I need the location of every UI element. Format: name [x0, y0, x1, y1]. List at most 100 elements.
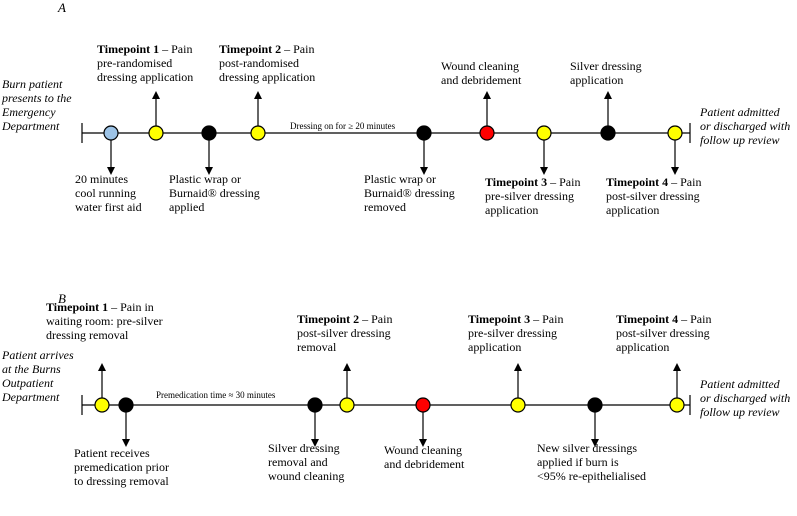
text-line: Patient admitted [700, 377, 780, 391]
text-line: wound cleaning [268, 469, 345, 483]
text-line: removal [297, 340, 337, 354]
text-line: Burnaid® dressing [169, 186, 260, 200]
panelA-node-9 [667, 125, 683, 141]
timepoint-heading: Timepoint 2 – Pain [297, 312, 392, 326]
panelA-node-7 [536, 125, 552, 141]
text-line: applied [169, 200, 205, 214]
text-line: Patient arrives [2, 348, 74, 362]
panelB-node-1 [94, 397, 110, 413]
timepoint-suffix: – Pain [359, 312, 393, 326]
panelB-duration-label: Premedication time ≈ 30 minutes [156, 390, 276, 400]
timepoint-suffix: – Pain [281, 42, 315, 56]
panelB-node-2 [118, 397, 134, 413]
text-line: application [468, 340, 522, 354]
text-line: premedication prior [74, 460, 169, 474]
text-line: Burnaid® dressing [364, 186, 455, 200]
text-line: Outpatient [2, 376, 54, 390]
text-line: cool running [75, 186, 136, 200]
timepoint-heading: Timepoint 3 – Pain [485, 175, 580, 189]
text-line: post-silver dressing [616, 326, 710, 340]
text-line: post-silver dressing [297, 326, 391, 340]
timepoint-suffix: – Pain [530, 312, 564, 326]
panelB-node-3 [307, 397, 323, 413]
text-line: Wound cleaning [441, 59, 520, 73]
text-line: removal and [268, 455, 328, 469]
text-line: New silver dressings [537, 441, 637, 455]
panelA-node-8 [600, 125, 616, 141]
text-line: or discharged with [700, 119, 791, 133]
text-line: pre-randomised [97, 56, 173, 70]
text-line: application [485, 203, 539, 217]
text-line: Plastic wrap or [364, 172, 436, 186]
timepoint-suffix: – Pain [678, 312, 712, 326]
timepoint-number: Timepoint 2 [219, 42, 282, 56]
panelB-label: B [58, 291, 66, 306]
timepoint-number: Timepoint 4 [606, 175, 669, 189]
text-line: dressing removal [46, 328, 129, 342]
text-line: follow up review [700, 133, 780, 147]
panelA-node-3 [201, 125, 217, 141]
text-line: and debridement [441, 73, 522, 87]
text-line: pre-silver dressing [468, 326, 557, 340]
panelA-node-5 [416, 125, 432, 141]
text-line: post-silver dressing [606, 189, 700, 203]
timepoint-heading: Timepoint 3 – Pain [468, 312, 563, 326]
timepoint-suffix: – Pain in [108, 300, 154, 314]
text-line: Silver dressing [268, 441, 340, 455]
text-line: to dressing removal [74, 474, 169, 488]
panelA-node-4 [250, 125, 266, 141]
panelA-node-1 [103, 125, 119, 141]
text-line: post-randomised [219, 56, 299, 70]
text-line: removed [364, 200, 406, 214]
panelA-duration-label: Dressing on for ≥ 20 minutes [290, 121, 396, 131]
text-line: follow up review [700, 405, 780, 419]
text-line: Wound cleaning [384, 443, 463, 457]
panelB-node-6 [510, 397, 526, 413]
text-line: presents to the [2, 91, 72, 105]
timepoint-heading: Timepoint 1 – Pain [97, 42, 193, 56]
timepoint-heading: Timepoint 2 – Pain [219, 42, 315, 56]
text-line: waiting room: pre-silver [46, 314, 163, 328]
text-line: application [606, 203, 660, 217]
panelA-label: A [58, 0, 66, 15]
timepoint-number: Timepoint 3 [468, 312, 531, 326]
text-line: <95% re-epithelialised [537, 469, 647, 483]
text-line: pre-silver dressing [485, 189, 574, 203]
panelB-node-7 [587, 397, 603, 413]
panelA-node-2 [148, 125, 164, 141]
text-line: at the Burns [2, 362, 61, 376]
text-line: Patient receives [74, 446, 150, 460]
panelA-node-6 [479, 125, 495, 141]
text-line: water first aid [75, 200, 142, 214]
timepoint-number: Timepoint 2 [297, 312, 360, 326]
timepoint-number: Timepoint 1 [97, 42, 160, 56]
panelB-node-8 [669, 397, 685, 413]
text-line: Department [2, 390, 60, 404]
text-line: or discharged with [700, 391, 791, 405]
timepoint-heading: Timepoint 1 – Pain in [46, 300, 163, 314]
text-line: application [570, 73, 624, 87]
panelB-node-5 [415, 397, 431, 413]
text-line: Plastic wrap or [169, 172, 241, 186]
text-line: application [616, 340, 670, 354]
text-line: and debridement [384, 457, 465, 471]
text-line: 20 minutes [75, 172, 128, 186]
timepoint-number: Timepoint 4 [616, 312, 679, 326]
text-line: Burn patient [2, 77, 63, 91]
